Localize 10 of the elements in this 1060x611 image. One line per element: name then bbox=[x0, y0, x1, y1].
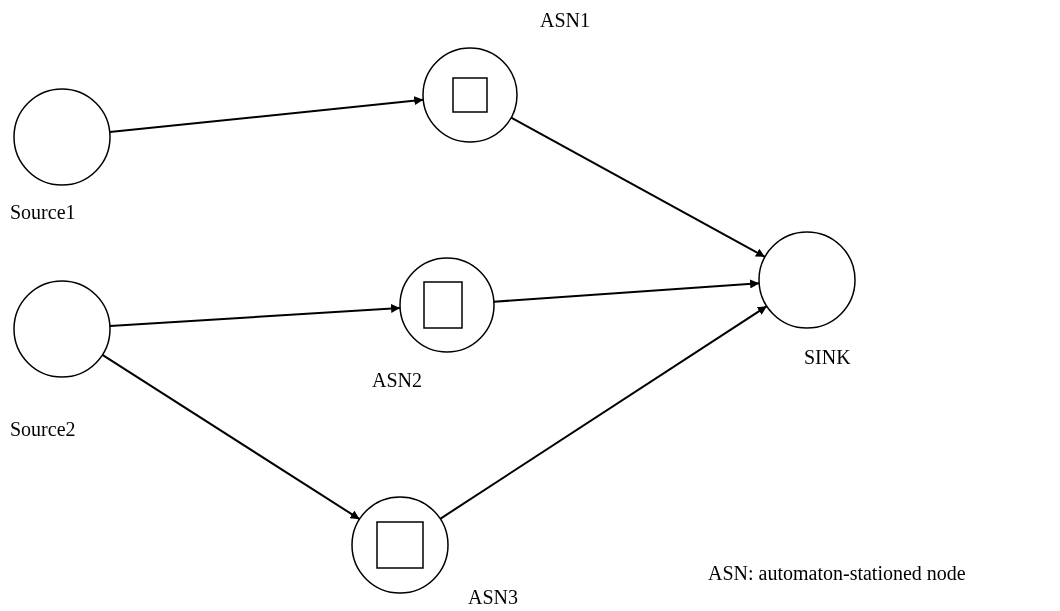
node-label: Source1 bbox=[10, 202, 76, 222]
node-label: Source2 bbox=[10, 419, 76, 439]
note-text: ASN: automaton-stationed node bbox=[708, 563, 966, 583]
node-label: ASN3 bbox=[468, 587, 518, 607]
arrow bbox=[439, 305, 768, 520]
node-label: ASN2 bbox=[372, 370, 422, 390]
arrow bbox=[510, 116, 766, 258]
arrow bbox=[101, 353, 361, 521]
node-label: SINK bbox=[804, 347, 851, 367]
node-label: ASN1 bbox=[540, 10, 590, 30]
